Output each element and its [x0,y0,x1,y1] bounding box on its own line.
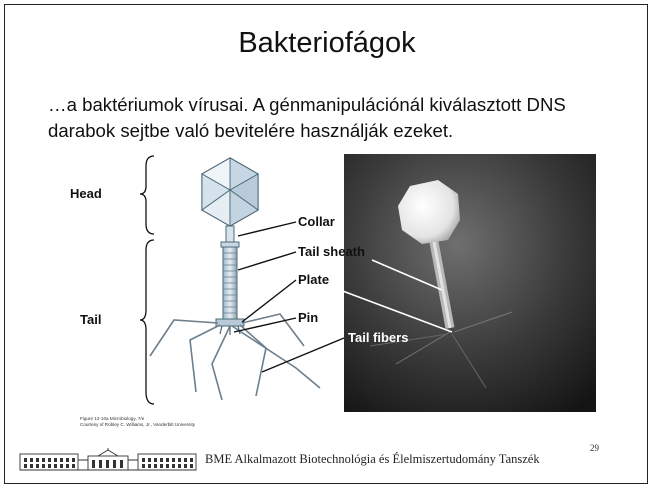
tail-bracket [140,240,154,404]
phage-diagram [150,158,320,400]
slide-title: Bakteriofágok [0,27,654,60]
label-collar: Collar [298,214,335,229]
university-building-logo [18,448,198,472]
label-head: Head [70,186,102,201]
head-bracket [140,156,154,234]
figure-caption-line-2: Courtesy of Robley C. Williams, Jr., Van… [80,422,260,428]
label-tail: Tail [80,312,101,327]
electron-micrograph [340,154,596,412]
label-plate: Plate [298,272,329,287]
bacteriophage-figure: Head Tail Collar Tail sheath Plate Pin T… [66,150,596,412]
label-tail-sheath: Tail sheath [298,244,365,259]
label-pin: Pin [298,310,318,325]
slide-body-text: …a baktériumok vírusai. A génmanipuláció… [48,92,628,143]
footer-department-name: BME Alkalmazott Biotechnológia és Élelmi… [205,452,540,467]
page-number: 29 [590,443,599,453]
label-tail-fibers: Tail fibers [348,330,408,345]
figure-caption: Figure 12-10a Microbiology, 7/e Courtesy… [80,416,260,429]
